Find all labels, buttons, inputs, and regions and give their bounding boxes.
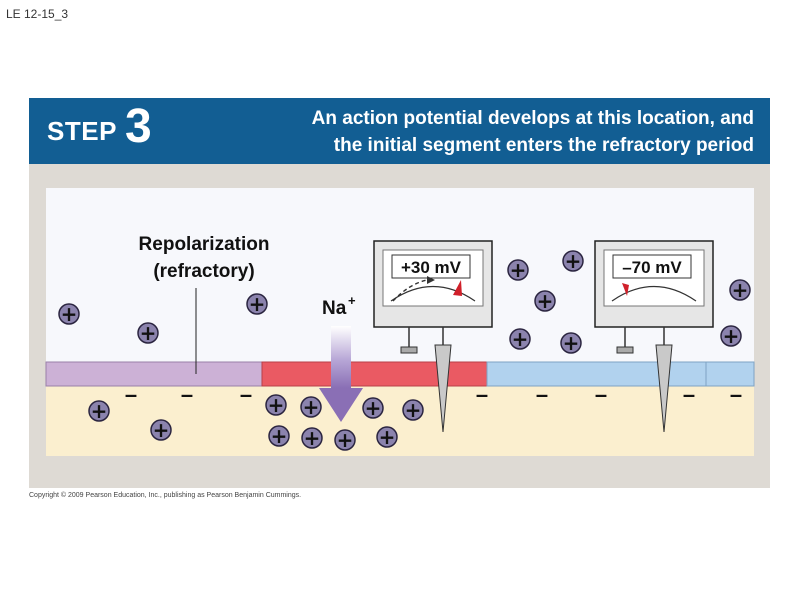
membrane-diagram: Repolarization (refractory) Na + +30 mV bbox=[45, 188, 755, 456]
membrane-resting-segment bbox=[705, 361, 755, 387]
voltmeter-scale-arc bbox=[390, 285, 476, 302]
cation-sign: + bbox=[271, 424, 288, 448]
cation-sign: + bbox=[304, 426, 321, 450]
cation-symbol: + bbox=[362, 396, 384, 420]
anion-symbol: – bbox=[536, 382, 548, 407]
needle-motion-arrowhead bbox=[427, 276, 435, 284]
voltmeter-reading: –70 mV bbox=[622, 258, 682, 277]
cation-symbol: + bbox=[246, 292, 268, 316]
cation-symbol: + bbox=[268, 424, 290, 448]
cation-sign: + bbox=[153, 418, 170, 442]
cation-symbol: + bbox=[562, 249, 584, 273]
cation-symbol: + bbox=[507, 258, 529, 282]
sodium-influx-arrow-shaft bbox=[331, 326, 351, 388]
step-number: 3 bbox=[125, 100, 152, 153]
cation-sign: + bbox=[563, 331, 580, 355]
voltmeter-scale-arc bbox=[611, 285, 697, 302]
cation-symbol: + bbox=[729, 278, 751, 302]
membrane-depolarized-segment bbox=[261, 361, 488, 387]
diagram-panel: Repolarization (refractory) Na + +30 mV bbox=[29, 164, 770, 488]
cation-sign: + bbox=[268, 393, 285, 417]
cation-symbol: + bbox=[301, 426, 323, 450]
voltmeter-readout-box bbox=[612, 254, 692, 279]
cation-symbol: + bbox=[58, 302, 80, 326]
cation-sign: + bbox=[337, 428, 354, 452]
step-description-line-2: the initial segment enters the refractor… bbox=[333, 135, 754, 156]
anion-symbol: – bbox=[683, 382, 695, 407]
cations-group: + + + + + + + + + + + + + + + + + + + + bbox=[58, 249, 751, 452]
copyright-notice: Copyright © 2009 Pearson Education, Inc.… bbox=[29, 492, 302, 499]
cation-sign: + bbox=[365, 396, 382, 420]
slide-id: LE 12-15_3 bbox=[6, 7, 69, 21]
anion-symbol: – bbox=[181, 382, 193, 407]
anions-group: –––––––– bbox=[125, 382, 742, 407]
sodium-charge-label: + bbox=[348, 293, 356, 308]
cation-sign: + bbox=[512, 327, 529, 351]
cation-sign: + bbox=[61, 302, 78, 326]
cation-sign: + bbox=[732, 278, 749, 302]
step-word: STEP bbox=[47, 116, 117, 146]
voltmeter-1: +30 mV bbox=[373, 240, 493, 433]
cation-sign: + bbox=[537, 289, 554, 313]
voltmeter-reading: +30 mV bbox=[401, 258, 462, 277]
cation-symbol: + bbox=[560, 331, 582, 355]
membrane-refractory-segment bbox=[45, 361, 263, 387]
anion-symbol: – bbox=[476, 382, 488, 407]
anion-symbol: – bbox=[595, 382, 607, 407]
cation-sign: + bbox=[249, 292, 266, 316]
anion-symbol: – bbox=[240, 382, 252, 407]
cation-symbol: + bbox=[88, 399, 110, 423]
cation-sign: + bbox=[510, 258, 527, 282]
anion-symbol: – bbox=[730, 382, 742, 407]
cation-symbol: + bbox=[150, 418, 172, 442]
sodium-label: Na bbox=[322, 298, 347, 319]
refractory-label: (refractory) bbox=[153, 261, 254, 282]
electrode-base bbox=[616, 346, 634, 354]
cation-symbol: + bbox=[265, 393, 287, 417]
voltmeter-needle bbox=[622, 283, 629, 296]
cation-sign: + bbox=[91, 399, 108, 423]
cation-symbol: + bbox=[534, 289, 556, 313]
cation-symbol: + bbox=[300, 395, 322, 419]
step-banner: STEP 3 An action potential develops at t… bbox=[29, 98, 770, 164]
cation-symbol: + bbox=[509, 327, 531, 351]
cation-symbol: + bbox=[137, 321, 159, 345]
cation-sign: + bbox=[140, 321, 157, 345]
cation-sign: + bbox=[405, 398, 422, 422]
cation-symbol: + bbox=[334, 428, 356, 452]
repolarization-label: Repolarization bbox=[139, 234, 270, 255]
voltmeter-needle bbox=[453, 280, 462, 296]
cation-sign: + bbox=[303, 395, 320, 419]
cation-sign: + bbox=[723, 324, 740, 348]
cation-symbol: + bbox=[720, 324, 742, 348]
cation-sign: + bbox=[379, 425, 396, 449]
cation-sign: + bbox=[565, 249, 582, 273]
step-description-line-1: An action potential develops at this loc… bbox=[311, 108, 754, 129]
step-description: An action potential develops at this loc… bbox=[194, 105, 754, 159]
cation-symbol: + bbox=[376, 425, 398, 449]
needle-motion-trail bbox=[392, 279, 428, 302]
voltmeter-2: –70 mV bbox=[594, 240, 714, 433]
sodium-influx-arrow-head bbox=[319, 388, 363, 422]
cation-symbol: + bbox=[402, 398, 424, 422]
anion-symbol: – bbox=[125, 382, 137, 407]
electrode-base bbox=[400, 346, 418, 354]
